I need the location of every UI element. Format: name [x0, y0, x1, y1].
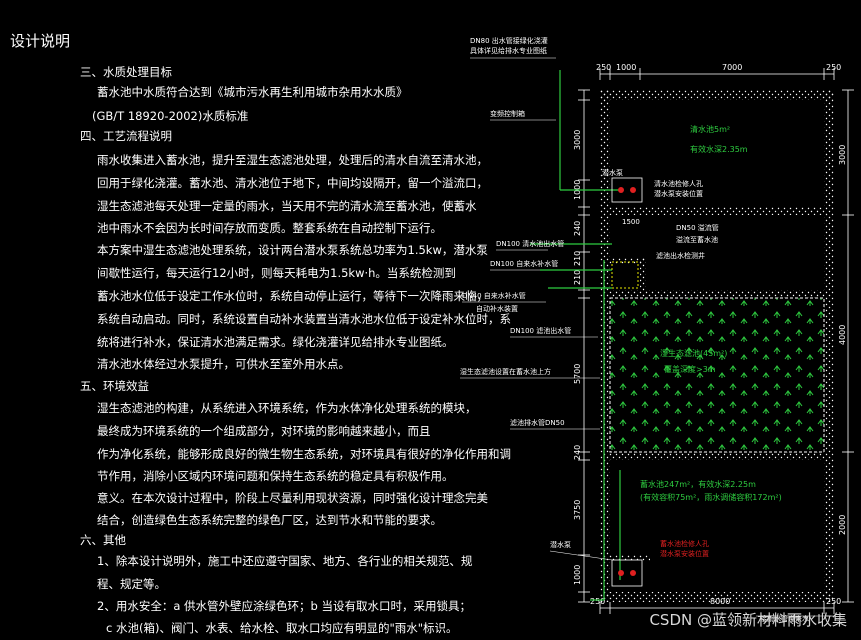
dim-left-label: 210	[573, 270, 582, 285]
notes-title: 设计说明	[10, 32, 71, 50]
notes-line: 池中雨水不会因为长时间存放而变质。整套系统在自动控制下运行。	[97, 221, 442, 235]
dim-bottom-label: 250	[826, 597, 841, 606]
notes-line: 蓄水池水位低于设定工作水位时，系统自动停止运行，等待下一次降雨来临，	[97, 289, 488, 303]
pipes	[530, 70, 621, 601]
dim-right	[842, 89, 854, 603]
dim-left-label: 210	[573, 251, 582, 266]
notes-line: 本方案中湿生态滤池处理系统，设计两台潜水泵系统总功率为1.5kw，潜水泵	[97, 243, 488, 257]
label-inlet-pipe: 接雨水管道来水	[760, 614, 809, 623]
clear-pool-area: 清水池5m²	[690, 124, 730, 134]
notes-line: 间歇性运行，每天运行12小时，则每天耗电为1.5kw·h。当系统检测到	[97, 266, 456, 280]
label-dn80-out: DN80 出水管接绿化浇灌	[470, 36, 548, 45]
notes-line: c 水池(箱)、阀门、水表、给水栓、取水口均应有明显的"雨水"标识。	[106, 621, 458, 635]
label-dn100-b: DN100 自来水补水管	[490, 259, 558, 268]
storage-pool-line2: (有效容积75m²，雨水调储容积172m²)	[640, 492, 782, 502]
watermark: CSDN @蓝领新材料雨水收集	[649, 611, 847, 629]
label-dn80-out-2: 具体详见给排水专业图纸	[470, 46, 547, 55]
notes-line: 雨水收集进入蓄水池，提升至湿生态滤池处理，处理后的清水自流至清水池，	[97, 153, 488, 167]
notes-line: 统将进行补水，保证清水池满足需求。绿化浇灌详见给排水专业图纸。	[97, 335, 454, 349]
notes-line: 节作用，消除小区域内环境问题和保持生态系统的稳定具有积极作用。	[97, 469, 454, 483]
dim-bottom	[599, 602, 835, 614]
notes-line: 六、其他	[80, 533, 126, 547]
label-dn40-note: 自动补水装置	[476, 304, 518, 313]
label-pump-store-note2: 潜水泵安装位置	[660, 549, 709, 558]
label-dn100-c: DN100 滤池出水管	[510, 326, 571, 335]
notes-line: 清水池水体经过水泵提升，可供水至室外用水点。	[97, 357, 350, 371]
notes-line: 作为净化系统，能够形成良好的微生物生态系统，对环境具有很好的净化作用和调	[97, 447, 511, 461]
dim-bottom-label: 8000	[710, 597, 730, 606]
notes-line: 五、环境效益	[80, 379, 149, 393]
check-well	[611, 261, 639, 289]
dim-right-label: 2000	[838, 515, 847, 535]
label-filter-note: 湿生态滤池设置在蓄水池上方	[460, 367, 551, 376]
dim-left-label: 3750	[573, 500, 582, 520]
label-pump-clear-note: 清水池检修人孔	[654, 179, 703, 188]
label-dn50-note: 溢流至蓄水池	[676, 235, 718, 244]
dim-bottom-label: 250	[590, 597, 605, 606]
label-dist-well: 滤池出水检测井	[656, 251, 705, 260]
notes-line: 最终成为环境系统的一个组成部分，对环境的影响越来越小，而且	[97, 424, 431, 438]
label-pump-clear-note2: 潜水泵安装位置	[654, 189, 703, 198]
dim-left-label: 240	[573, 445, 582, 460]
notes-line: 意义。在本次设计过程中，阶段上尽量利用现状资源，同时强化设计理念完美	[97, 491, 488, 505]
label-pump-store-note: 蓄水池检修人孔	[660, 539, 709, 548]
notes-line: 结合，创造绿色生态系统完整的绿色厂区，达到节水和节能的要求。	[97, 513, 442, 527]
filter-planting	[610, 298, 824, 452]
label-pump-clear: 潜水泵	[602, 168, 623, 177]
storage-pool-line1: 蓄水池247m²，有效水深2.25m	[640, 479, 756, 489]
label-dn100-a: DN100 清水池出水管	[496, 239, 564, 248]
label-control-box: 变频控制箱	[490, 109, 525, 118]
dim-left-label: 5700	[573, 364, 582, 384]
notes-line: 程、规定等。	[97, 577, 166, 591]
notes-line: 2、用水安全：a 供水管外壁应涂绿色环；b 当设有取水口时，采用锁具；	[97, 599, 471, 613]
notes-line: 1、除本设计说明外，施工中还应遵守国家、地方、各行业的相关规范、规	[97, 554, 473, 568]
label-drain: 滤池排水管DN50	[510, 418, 565, 427]
dim-left	[578, 89, 590, 603]
notes-line: 蓄水池中水质符合达到《城市污水再生利用城市杂用水水质》	[97, 85, 408, 99]
filter-name: 湿生态滤池(45m²)	[660, 348, 727, 358]
notes-line: 湿生态滤池的构建，从系统进入环境系统，作为水体净化处理系统的模块，	[97, 401, 477, 415]
filter-outline	[609, 297, 825, 453]
label-pump-store: 潜水泵	[550, 540, 571, 549]
notes-line: 回用于绿化浇灌。蓄水池、清水池位于地下，中间均设隔开，留一个溢流口，	[97, 176, 488, 190]
notes-line: 系统自动启动。同时，系统设置自动补水装置当清水池水位低于设定补水位时，系	[97, 312, 511, 326]
dim-left-label: 3000	[573, 130, 582, 150]
clear-pool-depth: 有效水深2.35m	[690, 144, 748, 154]
storage-pool-pump	[611, 559, 643, 587]
label-dn40: DN40 自来水补水管	[462, 291, 526, 300]
dim-right-label: 4000	[838, 325, 847, 345]
leader-lines	[460, 57, 834, 617]
notes-line: 三、水质处理目标	[80, 65, 172, 79]
dim-left-label: 240	[573, 221, 582, 236]
label-dn50: DN50 溢流管	[676, 223, 719, 232]
dim-top-label: 7000	[722, 63, 742, 72]
label-1500: 1500	[622, 218, 640, 226]
dim-top-label: 1000	[616, 63, 636, 72]
dim-top	[599, 68, 835, 80]
notes-line: 四、工艺流程说明	[80, 129, 172, 143]
notes-line: (GB/T 18920-2002)水质标准	[92, 109, 249, 123]
dim-top-label: 250	[596, 63, 611, 72]
dim-top-label: 250	[826, 63, 841, 72]
clear-pool-pump	[611, 177, 643, 203]
notes-line: 湿生态滤池每天处理一定量的雨水，当天用不完的清水流至蓄水池，使蓄水	[97, 199, 477, 213]
filter-depth: 覆盖深度>3m	[664, 364, 716, 374]
dim-right-label: 3000	[838, 145, 847, 165]
outer-wall	[600, 90, 834, 602]
dim-left-label: 1000	[573, 565, 582, 585]
